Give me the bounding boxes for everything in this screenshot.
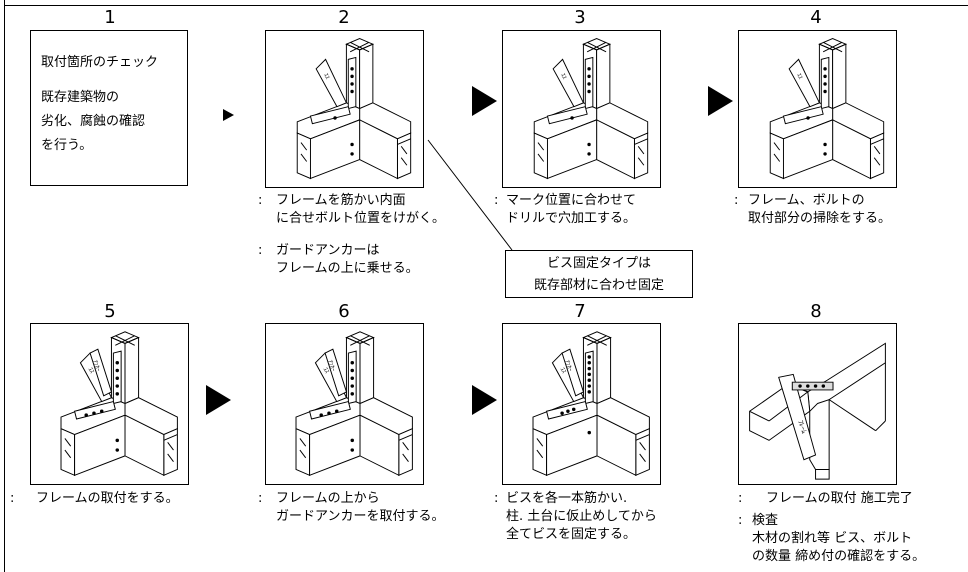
caption-line: 木材の割れ等 ビス、ボルト	[752, 531, 913, 546]
step6-caption: : フレームの上から ガードアンカーを取付する。	[258, 490, 444, 526]
step1-line: を行う。	[41, 138, 93, 153]
caption-line: 取付部分の掃除をする。	[748, 211, 892, 226]
frame-top-rule	[4, 5, 968, 6]
caption-colon: :	[494, 491, 499, 506]
caption-line: ガードアンカーを取付する。	[276, 509, 445, 524]
caption-line: フレームの上に乗せる。	[276, 261, 419, 276]
triangle-right-icon	[472, 86, 497, 116]
step5-caption: : フレームの取付をする。	[10, 490, 179, 508]
step7-caption: : ビスを各一本筋かい. 柱. 土台に仮止めしてから 全てビスを固定する。	[494, 490, 657, 544]
caption-line: ビスを各一本筋かい.	[506, 491, 628, 506]
caption-colon: :	[258, 243, 263, 258]
step-number-6: 6	[338, 301, 350, 322]
step1-line: 既存建築物の	[41, 90, 120, 105]
step8-drawing-panel: ﾌﾚｰﾑ	[738, 323, 897, 485]
svg-text:ﾌﾚｰﾑ: ﾌﾚｰﾑ	[796, 419, 808, 435]
triangle-right-icon	[206, 385, 231, 415]
svg-text:ｽｽ: ｽｽ	[86, 366, 95, 374]
step-number-2: 2	[338, 7, 350, 28]
step3-caption: : マーク位置に合わせて ドリルで穴加工する。	[494, 192, 636, 228]
screw-type-callout: ビス固定タイプは 既存部材に合わせ固定	[505, 250, 693, 298]
caption-line: 検査	[752, 513, 779, 528]
step-number-7: 7	[574, 301, 586, 322]
step2-drawing-panel: ｽｽ	[265, 30, 424, 188]
step4-drawing-panel: ｽｽ	[738, 30, 897, 188]
step8-caption-inspection: : 検査 木材の割れ等 ビス、ボルト の数量 締め付の確認をする。	[738, 512, 925, 566]
caption-line: 柱. 土台に仮止めしてから	[506, 509, 657, 524]
timber-joint-icon: ﾌﾚｰﾑ	[749, 342, 886, 480]
caption-colon: :	[738, 491, 743, 506]
caption-colon: :	[10, 491, 15, 506]
step-number-8: 8	[810, 301, 822, 322]
caption-line: ガードアンカーは	[276, 243, 380, 258]
step2-caption-mark: : フレームを筋かい内面 に合せボルト位置をけがく。	[258, 192, 445, 228]
step7-drawing-panel: ｽｽｱﾝｶｰ	[502, 323, 661, 485]
step8-caption-complete: : フレームの取付 施工完了	[738, 490, 913, 508]
svg-text:ｽｽ: ｽｽ	[321, 366, 330, 374]
caption-line: マーク位置に合わせて	[506, 193, 637, 208]
caption-line: フレームの取付をする。	[36, 491, 179, 506]
triangle-right-icon	[223, 109, 234, 121]
caption-line: フレームを筋かい内面	[276, 193, 406, 208]
step-number-5: 5	[104, 301, 116, 322]
step4-caption: : フレーム、ボルトの 取付部分の掃除をする。	[734, 192, 891, 228]
callout-line: ビス固定タイプは	[546, 256, 651, 271]
triangle-right-icon	[708, 86, 733, 116]
caption-line: ドリルで穴加工する。	[506, 211, 637, 226]
svg-text:ｽｽ: ｽｽ	[795, 72, 804, 80]
step2-caption-anchor: : ガードアンカーは フレームの上に乗せる。	[258, 242, 419, 278]
caption-line: 全てビスを固定する。	[506, 527, 637, 542]
svg-text:ｱﾝｶｰ: ｱﾝｶｰ	[563, 359, 574, 372]
caption-colon: :	[734, 193, 739, 208]
caption-colon: :	[738, 513, 743, 528]
caption-line: フレーム、ボルトの	[748, 193, 865, 208]
svg-text:ｱﾝｶｰ: ｱﾝｶｰ	[91, 359, 102, 372]
caption-line: に合せボルト位置をけがく。	[276, 211, 446, 226]
timber-joint-icon: ｽｽ	[769, 38, 885, 180]
caption-line: フレームの上から	[276, 491, 380, 506]
timber-joint-icon: ｽｽ	[296, 38, 412, 180]
step5-drawing-panel: ｽｽｱﾝｶｰ	[30, 323, 189, 485]
step-number-3: 3	[574, 7, 586, 28]
caption-colon: :	[258, 491, 263, 506]
step1-line: 劣化、腐蝕の確認	[41, 114, 146, 129]
svg-text:ｽｽ: ｽｽ	[559, 72, 568, 80]
svg-text:ｱﾝｶｰ: ｱﾝｶｰ	[326, 359, 337, 372]
step1-title: 取付箇所のチェック	[41, 55, 159, 70]
caption-line: フレームの取付 施工完了	[766, 491, 913, 506]
step3-drawing-panel: ｽｽ	[502, 30, 661, 188]
caption-line: の数量 締め付の確認をする。	[752, 549, 926, 564]
timber-joint-icon: ｽｽ	[533, 38, 649, 180]
step1-check-box: 取付箇所のチェック 既存建築物の 劣化、腐蝕の確認 を行う。	[30, 30, 188, 186]
caption-colon: :	[494, 193, 499, 208]
triangle-right-icon	[472, 385, 497, 415]
caption-colon: :	[258, 193, 263, 208]
frame-left-rule	[4, 0, 5, 572]
svg-text:ｽｽ: ｽｽ	[322, 72, 331, 80]
step6-drawing-panel: ｽｽｱﾝｶｰ	[265, 323, 424, 485]
step-number-1: 1	[104, 7, 116, 28]
callout-line: 既存部材に合わせ固定	[533, 278, 664, 293]
step-number-4: 4	[810, 7, 822, 28]
svg-text:ｽｽ: ｽｽ	[558, 366, 567, 374]
